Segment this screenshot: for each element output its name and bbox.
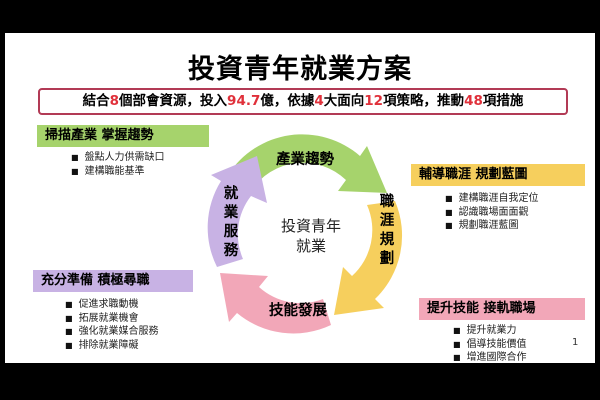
- cycle-label-employment-services: 就業服務: [223, 186, 239, 259]
- page-number: 1: [572, 337, 579, 348]
- summary-number-1: 8: [109, 93, 120, 109]
- summary-text-4: 大面向: [323, 93, 365, 109]
- cycle-arrow-green: [228, 134, 387, 193]
- cycle-arrow-yellow: [334, 201, 403, 315]
- list-item: 認識職場面面觀: [445, 206, 539, 220]
- panel-title-green: 掃描產業 掌握趨勢: [37, 125, 209, 147]
- panel-list-pink: 提升就業力 倡導技能價值 增進國際合作: [453, 324, 527, 365]
- cycle-center-line-1: 投資青年: [280, 217, 341, 235]
- list-item: 倡導技能價值: [453, 338, 527, 352]
- list-item: 促進求職動機: [65, 298, 159, 312]
- cycle-arrow-purple: [207, 156, 267, 267]
- summary-text-1: 結合: [82, 93, 110, 109]
- cycle-center-text: 投資青年 就業: [261, 216, 361, 256]
- slide-title: 投資青年就業方案: [188, 54, 412, 85]
- summary-number-4: 12: [364, 93, 384, 109]
- list-item: 增進國際合作: [453, 351, 527, 365]
- summary-text-5: 項策略，推動: [383, 93, 465, 109]
- list-item: 規劃職涯藍圖: [445, 219, 539, 233]
- panel-list-yellow: 建構職涯自我定位 認識職場面面觀 規劃職涯藍圖: [445, 192, 539, 233]
- panel-title-pink: 提升技能 接軌職場: [419, 298, 585, 320]
- summary-number-3: 4: [314, 93, 324, 109]
- list-item: 提升就業力: [453, 324, 527, 338]
- list-item: 拓展就業機會: [65, 312, 159, 326]
- panel-list-green: 盤點人力供需缺口 建構職能基準: [71, 151, 165, 178]
- panel-list-purple: 促進求職動機 拓展就業機會 強化就業媒合服務 排除就業障礙: [65, 298, 159, 352]
- panel-title-yellow: 輔導職涯 規劃藍圖: [411, 164, 585, 186]
- panel-title-purple: 充分準備 積極尋職: [33, 270, 193, 292]
- summary-number-5: 48: [464, 93, 483, 109]
- cycle-arrow-pink: [220, 273, 331, 334]
- list-item: 強化就業媒合服務: [65, 325, 159, 339]
- cycle-diagram: [207, 134, 403, 334]
- list-item: 建構職涯自我定位: [445, 192, 539, 206]
- summary-text-6: 項措施: [482, 93, 524, 109]
- summary-banner: 結合8個部會資源，投入94.7億，依據4大面向12項策略，推動48項措施: [38, 88, 568, 115]
- list-item: 建構職能基準: [71, 165, 165, 179]
- list-item: 盤點人力供需缺口: [71, 151, 165, 165]
- summary-text-3: 億，依據: [260, 93, 315, 109]
- list-item: 排除就業障礙: [65, 339, 159, 353]
- cycle-center-line-2: 就業: [295, 237, 326, 255]
- cycle-label-career-planning: 職涯規劃: [379, 194, 395, 267]
- cycle-label-industry-trends: 產業趨勢: [276, 152, 334, 168]
- cycle-label-skill-development: 技能發展: [269, 303, 327, 319]
- summary-number-2: 94.7: [227, 93, 261, 109]
- slide: 投資青年就業方案 結合8個部會資源，投入94.7億，依據4大面向12項策略，推動…: [5, 33, 595, 363]
- summary-text-2: 個部會資源，投入: [119, 93, 228, 109]
